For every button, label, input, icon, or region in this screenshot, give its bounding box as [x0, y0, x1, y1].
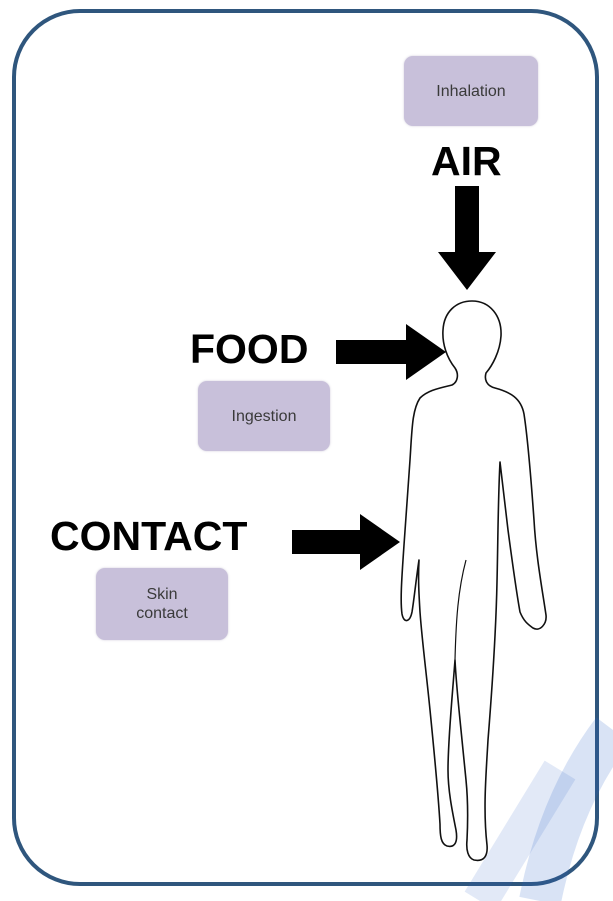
- food-arrow: [336, 322, 448, 382]
- ingestion-box: Ingestion: [198, 381, 330, 451]
- air-label: AIR: [431, 141, 502, 182]
- food-label: FOOD: [190, 329, 308, 370]
- skin-contact-box-label-line-2: contact: [136, 604, 188, 623]
- ingestion-box-label: Ingestion: [232, 407, 297, 426]
- inhalation-box: Inhalation: [404, 56, 538, 126]
- air-arrow: [436, 186, 498, 292]
- inhalation-box-label: Inhalation: [436, 82, 505, 101]
- skin-contact-box-label-line-1: Skin: [146, 585, 177, 604]
- contact-arrow: [292, 512, 402, 572]
- contact-label: CONTACT: [50, 516, 247, 557]
- air-arrow-shape: [438, 186, 496, 290]
- skin-contact-box: Skin contact: [96, 568, 228, 640]
- food-arrow-shape: [336, 324, 446, 380]
- contact-arrow-shape: [292, 514, 400, 570]
